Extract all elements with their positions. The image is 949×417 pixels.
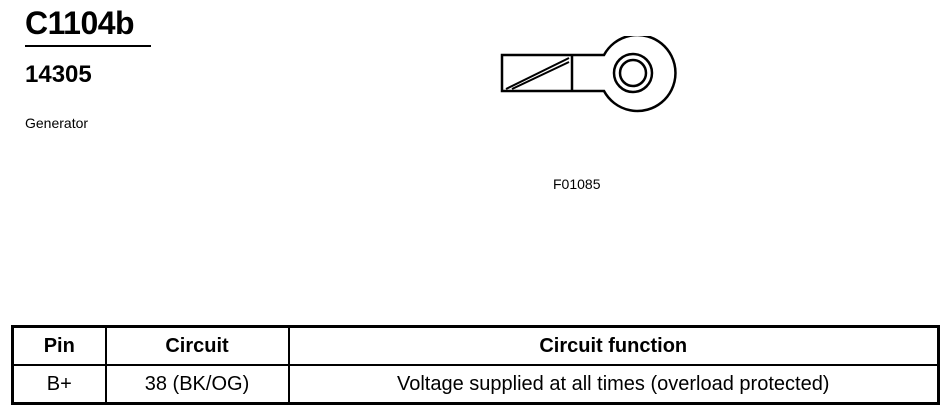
header-circuit-function: Circuit function (287, 325, 940, 366)
ring-terminal-icon (500, 36, 677, 113)
cell-circuit-function: Voltage supplied at all times (overload … (287, 364, 940, 405)
header-pin: Pin (11, 325, 107, 366)
table-header-row: Pin Circuit Circuit function (11, 325, 940, 366)
cell-pin: B+ (11, 364, 107, 405)
ring-inner-hole (618, 58, 648, 88)
connector-id: C1104b (25, 5, 135, 41)
crimp-hatch-1 (505, 57, 570, 90)
figure-id: F01085 (553, 176, 601, 192)
table-row: B+ 38 (BK/OG) Voltage supplied at all ti… (11, 364, 940, 405)
terminal-body (500, 36, 677, 113)
header-circuit: Circuit (104, 325, 290, 366)
crimp-hatch-2 (511, 61, 570, 90)
part-number: 14305 (25, 61, 92, 88)
ring-outer-hole (612, 52, 654, 94)
component-name: Generator (25, 115, 89, 131)
title-underline (25, 45, 151, 47)
cell-circuit: 38 (BK/OG) (104, 364, 290, 405)
pin-table: Pin Circuit Circuit function B+ 38 (BK/O… (11, 325, 940, 405)
